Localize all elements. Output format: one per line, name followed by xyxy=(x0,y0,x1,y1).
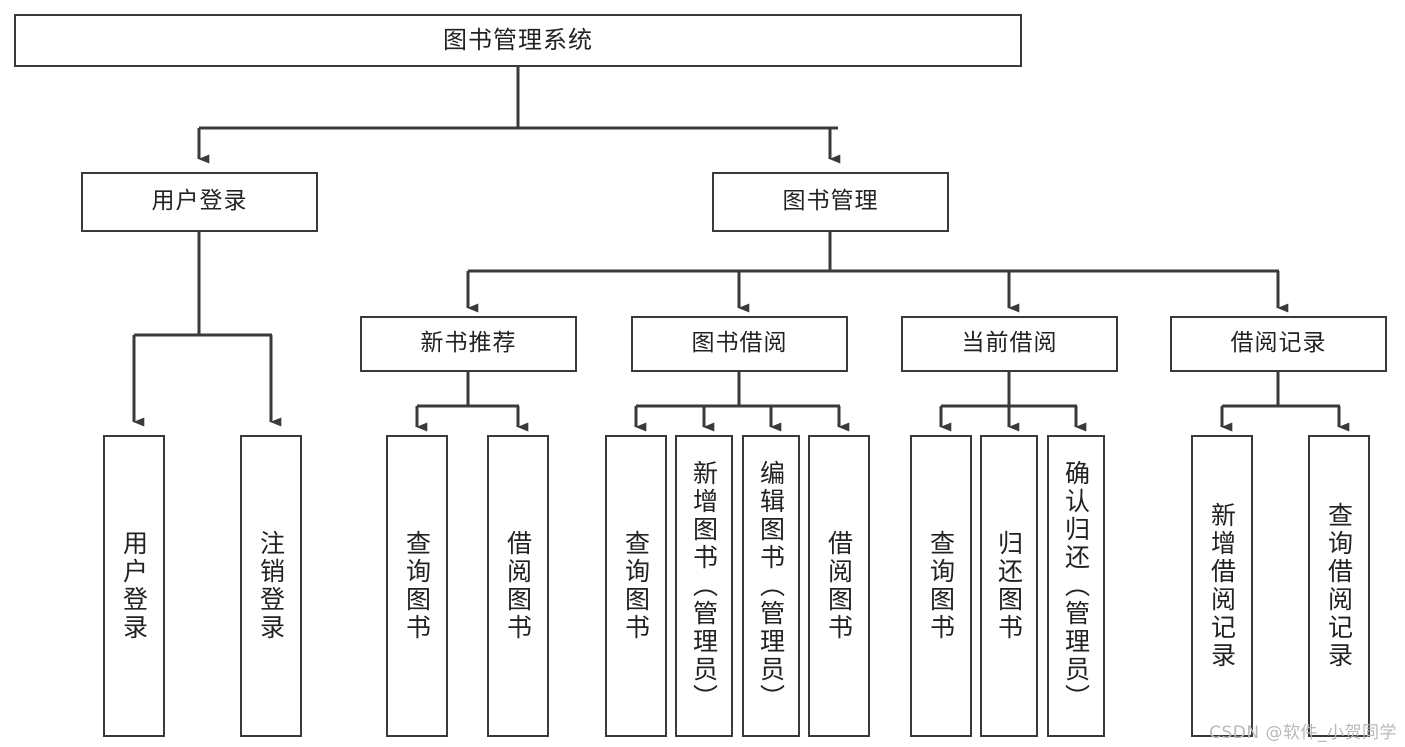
node-label: 查询借阅记录 xyxy=(1324,502,1354,670)
leaf-borrow-record-query-record[interactable]: 查询借阅记录 xyxy=(1308,435,1370,737)
node-label: 借阅图书 xyxy=(824,530,854,642)
node-label: 查询图书 xyxy=(402,530,432,642)
node-book-borrow[interactable]: 图书借阅 xyxy=(631,316,848,372)
node-label: 图书管理系统 xyxy=(443,26,593,55)
node-label: 借阅图书 xyxy=(503,530,533,642)
leaf-user-login-logout[interactable]: 注销登录 xyxy=(240,435,302,737)
node-borrow-record[interactable]: 借阅记录 xyxy=(1170,316,1387,372)
node-label: 查询图书 xyxy=(621,530,651,642)
leaf-book-borrow-query-book[interactable]: 查询图书 xyxy=(605,435,667,737)
node-label: 用户登录 xyxy=(151,188,248,215)
leaf-book-borrow-add-book-admin[interactable]: 新增图书（管理员） xyxy=(675,435,733,737)
leaf-book-borrow-borrow-book[interactable]: 借阅图书 xyxy=(808,435,870,737)
node-new-book-recommend[interactable]: 新书推荐 xyxy=(360,316,577,372)
leaf-current-borrow-return-book[interactable]: 归还图书 xyxy=(980,435,1038,737)
node-label: 确认归还（管理员） xyxy=(1061,460,1091,712)
leaf-user-login-login[interactable]: 用户登录 xyxy=(103,435,165,737)
node-book-management[interactable]: 图书管理 xyxy=(712,172,949,232)
watermark: CSDN @软件_小贺同学 xyxy=(1209,723,1397,743)
node-label: 当前借阅 xyxy=(961,330,1058,357)
node-user-login[interactable]: 用户登录 xyxy=(81,172,318,232)
node-label: 借阅记录 xyxy=(1230,330,1327,357)
leaf-new-book-borrow-book[interactable]: 借阅图书 xyxy=(487,435,549,737)
leaf-borrow-record-add-record[interactable]: 新增借阅记录 xyxy=(1191,435,1253,737)
node-label: 查询图书 xyxy=(926,530,956,642)
node-label: 图书管理 xyxy=(782,188,879,215)
leaf-book-borrow-edit-book-admin[interactable]: 编辑图书（管理员） xyxy=(742,435,800,737)
leaf-current-borrow-confirm-return-admin[interactable]: 确认归还（管理员） xyxy=(1047,435,1105,737)
node-root-book-management-system[interactable]: 图书管理系统 xyxy=(14,14,1022,67)
node-label: 用户登录 xyxy=(119,530,149,642)
node-current-borrow[interactable]: 当前借阅 xyxy=(901,316,1118,372)
node-label: 归还图书 xyxy=(994,530,1024,642)
node-label: 新增借阅记录 xyxy=(1207,502,1237,670)
node-label: 新增图书（管理员） xyxy=(689,460,719,712)
node-label: 注销登录 xyxy=(256,530,286,642)
node-label: 新书推荐 xyxy=(420,330,517,357)
node-label: 编辑图书（管理员） xyxy=(756,460,786,712)
leaf-current-borrow-query-book[interactable]: 查询图书 xyxy=(910,435,972,737)
node-label: 图书借阅 xyxy=(691,330,788,357)
leaf-new-book-query-book[interactable]: 查询图书 xyxy=(386,435,448,737)
